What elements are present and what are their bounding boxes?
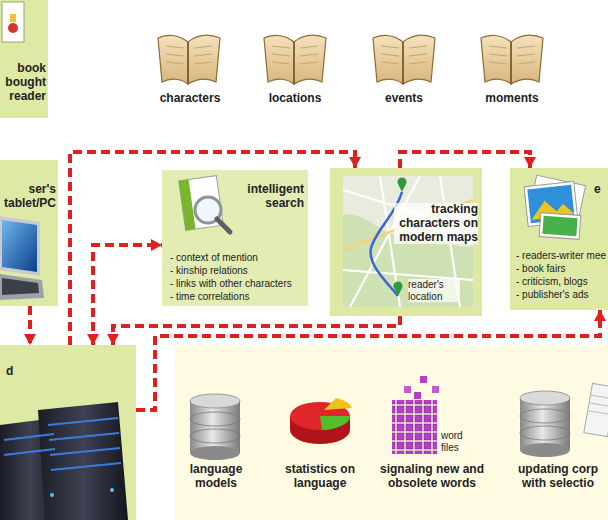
art-part xyxy=(539,213,581,240)
node-heading: e xyxy=(594,183,606,197)
art-part xyxy=(373,35,435,84)
map-picture xyxy=(343,176,473,307)
connector-line xyxy=(400,152,530,168)
art-part xyxy=(589,395,608,414)
arrowhead xyxy=(87,334,99,345)
node-text: reader's location xyxy=(408,279,460,302)
art-part xyxy=(343,176,473,307)
laptop-icon xyxy=(0,216,44,300)
node-heading: language models xyxy=(178,463,254,491)
node-text: - context of mention xyxy=(170,252,306,264)
book-caption: locations xyxy=(257,92,333,106)
node-text: - links with other characters xyxy=(170,278,306,290)
art-part xyxy=(0,216,40,276)
dashed-connector xyxy=(136,310,606,410)
dashed-connector xyxy=(24,306,36,345)
node-text: - publisher's ads xyxy=(516,289,608,301)
node-heading: tracking characters on modern maps xyxy=(394,203,478,244)
book-icons xyxy=(158,35,543,84)
art-part xyxy=(520,391,570,457)
dashed-connector xyxy=(107,316,400,345)
art-part xyxy=(371,192,402,296)
art-part xyxy=(158,35,220,84)
art-part xyxy=(217,219,230,232)
node-heading: d xyxy=(6,365,26,379)
art-part xyxy=(190,394,240,460)
art-part xyxy=(2,278,39,295)
art-part xyxy=(110,488,114,492)
dashed-connector xyxy=(70,152,361,345)
art-part xyxy=(2,2,24,42)
arrowhead xyxy=(349,157,361,168)
dashed-connector xyxy=(87,239,162,345)
arrowhead xyxy=(107,334,119,345)
node-text: - readers-writer mee xyxy=(516,250,608,262)
node-heading: ser's tablet/PC xyxy=(0,183,56,211)
node-text: signaling new and obsolete words xyxy=(378,463,486,491)
art-part xyxy=(38,402,128,520)
art-part xyxy=(398,177,407,192)
connector-line xyxy=(93,245,162,345)
art-part xyxy=(404,386,411,393)
node-text: statistics on language xyxy=(270,463,370,491)
file-caption: word files xyxy=(441,430,473,453)
connector-line xyxy=(136,310,600,410)
art-part xyxy=(394,281,403,296)
art-part xyxy=(584,383,608,436)
node-text: - criticism, blogs xyxy=(516,276,608,288)
art-part xyxy=(481,35,543,84)
node-text: - book fairs xyxy=(516,263,608,275)
arrowhead xyxy=(594,310,606,321)
node-text: updating corp with selectio xyxy=(510,463,606,491)
photos-icon xyxy=(524,175,586,239)
art-part xyxy=(343,200,473,250)
art-part xyxy=(2,220,37,272)
dashed-connector xyxy=(400,152,536,168)
art-part xyxy=(420,376,427,383)
art-part xyxy=(264,35,326,84)
arrowhead xyxy=(24,334,36,345)
book-caption: events xyxy=(366,92,442,106)
book-caption: moments xyxy=(474,92,550,106)
art-part xyxy=(179,179,196,230)
art-part xyxy=(10,14,16,22)
ebook-icon xyxy=(2,2,24,42)
art-part xyxy=(343,176,473,307)
art-part xyxy=(8,23,18,33)
art-part xyxy=(50,493,54,497)
art-part xyxy=(4,418,121,470)
search-icon xyxy=(179,176,230,232)
art-part xyxy=(414,392,421,399)
art-part xyxy=(0,274,44,300)
arrowhead xyxy=(524,157,536,168)
node-heading: book bought reader xyxy=(0,62,46,103)
art-part xyxy=(320,416,350,430)
art-part xyxy=(432,386,439,393)
art-part xyxy=(392,400,437,454)
node-text: - time correlations xyxy=(170,291,306,303)
art-part xyxy=(542,216,577,236)
data-icons xyxy=(190,376,608,460)
server-icons xyxy=(0,402,128,520)
arrowhead xyxy=(151,239,162,251)
book-caption: characters xyxy=(152,92,228,106)
art-part xyxy=(179,176,224,231)
connector-line xyxy=(70,152,355,345)
art-part xyxy=(324,398,352,410)
node-text: - kinship relations xyxy=(170,265,306,277)
node-heading: intelligent search xyxy=(230,183,304,211)
